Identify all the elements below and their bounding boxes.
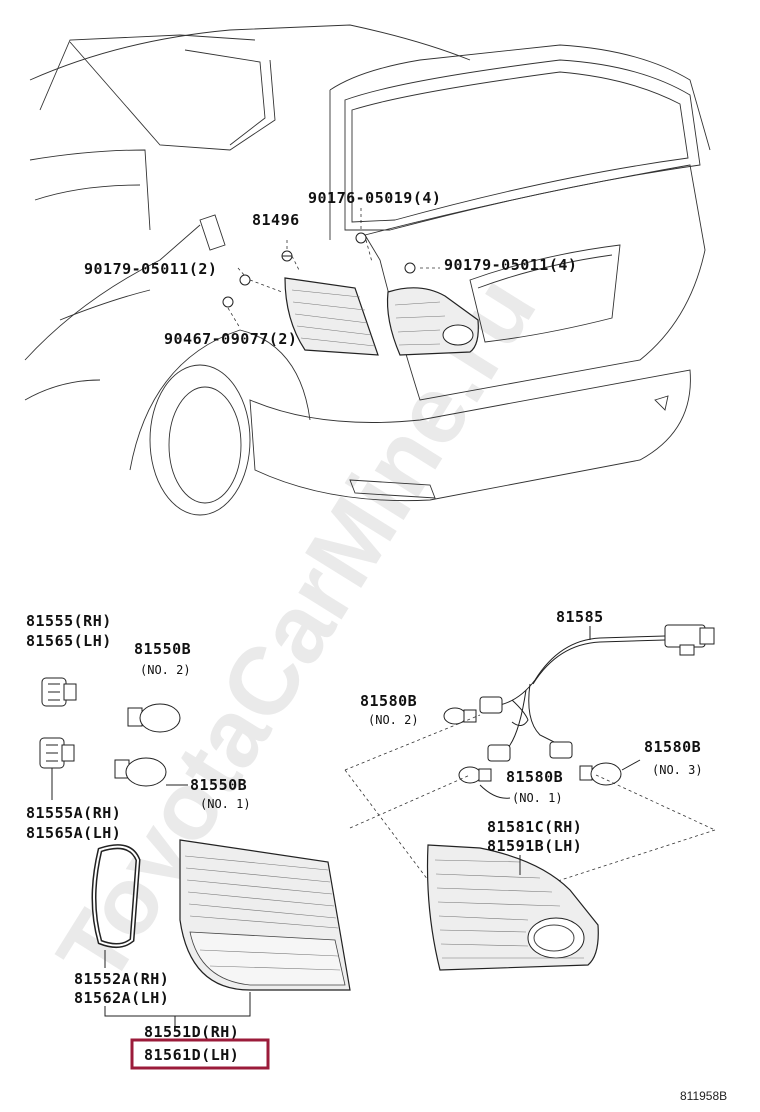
inner-tail-lamp-81581c bbox=[426, 844, 599, 971]
fastener-screws bbox=[222, 232, 416, 308]
label-81580b-no2: 81580B bbox=[360, 692, 417, 710]
label-81552a: 81552A(RH) bbox=[74, 970, 169, 988]
bulb-81580b-no2 bbox=[443, 707, 477, 725]
socket-81555 bbox=[41, 677, 77, 707]
label-81550b-no1: 81550B bbox=[190, 776, 247, 794]
label-81565a: 81565A(LH) bbox=[26, 824, 121, 842]
bulb-81580b-no1 bbox=[458, 766, 492, 784]
label-no1-left: (NO. 1) bbox=[200, 797, 251, 811]
bulb-81550b-no1 bbox=[114, 757, 167, 787]
label-81496: 81496 bbox=[252, 211, 300, 229]
label-81581c: 81581C(RH) bbox=[487, 818, 582, 836]
label-81555a: 81555A(RH) bbox=[26, 804, 121, 822]
projection-lines bbox=[344, 714, 716, 891]
label-90176-05019: 90176-05019(4) bbox=[308, 189, 441, 207]
label-no2-right: (NO. 2) bbox=[368, 713, 419, 727]
label-81591b: 81591B(LH) bbox=[487, 837, 582, 855]
bulb-81580b-no3 bbox=[579, 762, 622, 786]
wire-harness-81585 bbox=[479, 624, 715, 762]
highlight-box bbox=[130, 1038, 270, 1070]
label-no1-right: (NO. 1) bbox=[512, 791, 563, 805]
vehicle-tail-lamp-left bbox=[284, 277, 379, 356]
label-81580b-no3: 81580B bbox=[644, 738, 701, 756]
label-81562a: 81562A(LH) bbox=[74, 989, 169, 1007]
label-81585: 81585 bbox=[556, 608, 604, 626]
label-no3: (NO. 3) bbox=[652, 763, 703, 777]
label-81555: 81555(RH) bbox=[26, 612, 112, 630]
label-81551d: 81551D(RH) bbox=[144, 1023, 239, 1041]
socket-81555a bbox=[39, 737, 75, 769]
leader-lines-top bbox=[227, 208, 440, 329]
label-81565: 81565(LH) bbox=[26, 632, 112, 650]
label-81561d[interactable]: 81561D(LH) bbox=[144, 1046, 239, 1064]
label-81580b-no1: 81580B bbox=[506, 768, 563, 786]
label-90179-05011-right: 90179-05011(4) bbox=[444, 256, 577, 274]
label-81550b-no2: 81550B bbox=[134, 640, 191, 658]
vehicle-tail-lamp-right bbox=[386, 287, 479, 356]
label-90467-09077: 90467-09077(2) bbox=[164, 330, 297, 348]
bulb-81550b-no2 bbox=[127, 703, 181, 733]
label-no2-left: (NO. 2) bbox=[140, 663, 191, 677]
gasket-81552a bbox=[91, 844, 141, 948]
label-90179-05011-left: 90179-05011(2) bbox=[84, 260, 217, 278]
diagram-reference-number: 811958B bbox=[680, 1089, 727, 1103]
outer-tail-lamp-81551d bbox=[179, 839, 351, 991]
